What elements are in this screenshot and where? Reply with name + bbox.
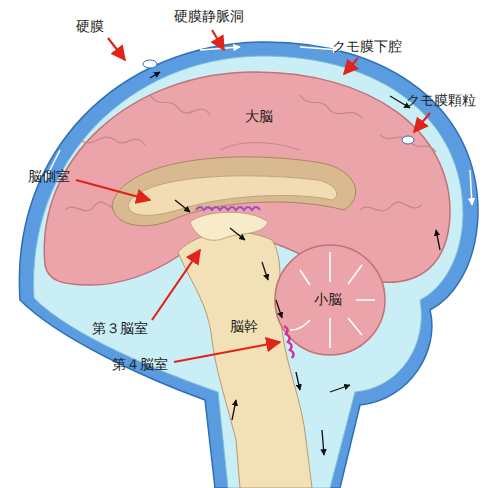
cerebellum	[275, 245, 385, 355]
arachnoid-granulation	[143, 60, 414, 144]
choroid-plexus	[196, 207, 260, 210]
sinus-label: 硬膜静脈洞	[172, 8, 246, 25]
brainstem-label: 脳幹	[228, 318, 260, 335]
cerebrum-label: 大脳	[243, 108, 275, 125]
ventricle-label: 第３脳室	[90, 320, 150, 337]
flow-arrow	[200, 47, 240, 50]
dura-layer	[19, 42, 478, 488]
ventricle-label: 第４脳室	[110, 356, 170, 373]
lateral-ventricle	[128, 176, 337, 216]
cerebellum-branches	[290, 252, 375, 348]
subarachnoid-space	[34, 56, 463, 488]
subarachnoid-label: クモ膜下腔	[330, 38, 404, 55]
granulation-label: クモ膜顆粒	[404, 92, 478, 109]
dura-label: 硬膜	[74, 18, 106, 35]
fourth-ventricle	[284, 326, 294, 358]
flow-arrow	[470, 170, 472, 205]
csf-flow-arrows	[150, 72, 440, 455]
ventricle-label: 脳側室	[26, 168, 72, 185]
leader-arrows	[76, 30, 430, 362]
third-ventricle	[190, 212, 268, 240]
cerebellum-label: 小脳	[312, 291, 344, 308]
